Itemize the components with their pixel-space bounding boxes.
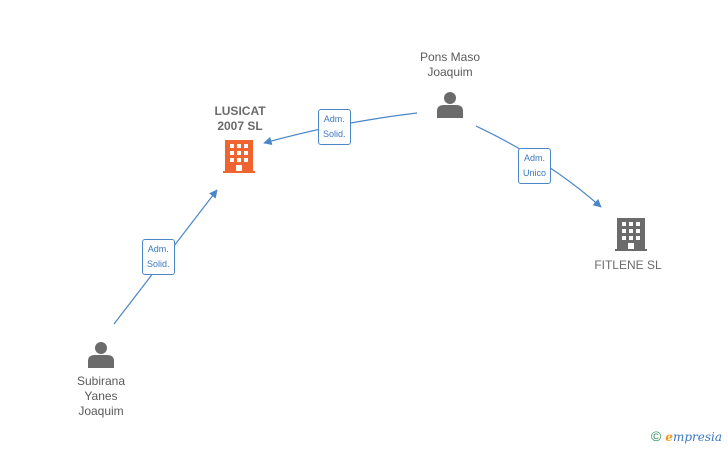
building-icon[interactable] bbox=[615, 218, 647, 251]
edge-label-adm-unico: Adm. Unico bbox=[518, 148, 552, 184]
company-name-fitlene[interactable]: FITLENE SL bbox=[594, 258, 662, 272]
edge-label-adm-solid: Adm. Solid. bbox=[142, 239, 175, 275]
brand-logo[interactable]: empresia bbox=[665, 430, 722, 444]
person-icon[interactable] bbox=[437, 92, 463, 118]
brand-logo-rest: mpresia bbox=[672, 430, 722, 444]
brand-logo-e: e bbox=[665, 430, 673, 444]
building-icon[interactable] bbox=[223, 140, 255, 173]
edge-label-adm-solid: Adm. Solid. bbox=[318, 109, 351, 145]
person-icon[interactable] bbox=[88, 342, 114, 368]
company-name-lusicat[interactable]: LUSICAT 2007 SL bbox=[214, 104, 266, 133]
footer-brand: ©empresia bbox=[651, 428, 722, 444]
person-name-subirana[interactable]: Subirana Yanes Joaquim bbox=[76, 374, 126, 418]
person-name-pons-maso[interactable]: Pons Maso Joaquim bbox=[419, 50, 481, 79]
copyright-symbol: © bbox=[650, 428, 662, 444]
